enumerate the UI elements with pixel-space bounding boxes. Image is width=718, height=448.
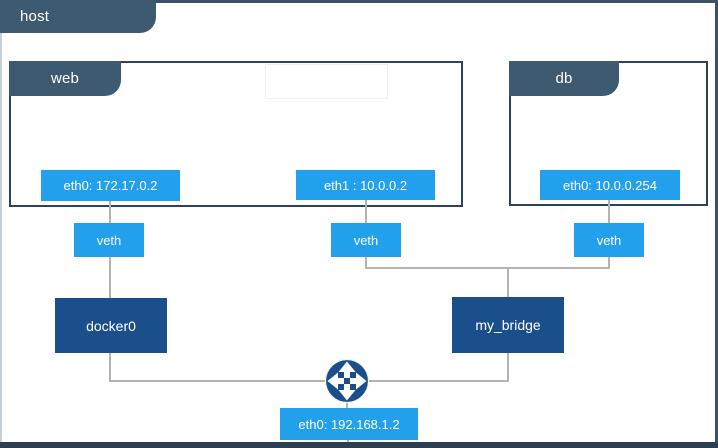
connector-eth0web-veth1 <box>109 200 111 224</box>
host-container-tab: host <box>0 0 156 33</box>
host-container-right-border <box>715 0 718 448</box>
connector-junction-horizontal <box>365 267 610 269</box>
empty-label-box <box>265 64 388 99</box>
docker0-label: docker0 <box>86 317 136 334</box>
connector-docker0-down <box>109 352 111 382</box>
connector-eth0host-hostedge <box>347 439 349 444</box>
docker0-bridge: docker0 <box>55 298 167 353</box>
eth0-web-interface: eth0: 172.17.0.2 <box>41 170 180 201</box>
eth0-db-label: eth0: 10.0.0.254 <box>563 177 657 193</box>
eth0-db-interface: eth0: 10.0.0.254 <box>540 170 680 200</box>
connector-router-eth0host <box>346 398 348 409</box>
eth1-web-label: eth1 : 10.0.0.2 <box>323 177 408 193</box>
host-label: host <box>20 8 50 25</box>
web-container-box <box>9 61 463 207</box>
web-label: web <box>50 70 80 87</box>
veth-label: veth <box>96 232 122 248</box>
db-container-tab: db <box>509 61 619 96</box>
connector-junction-mybridge <box>507 267 509 298</box>
connector-veth1-docker0 <box>109 256 111 299</box>
veth-label: veth <box>596 232 622 248</box>
connector-eth1web-veth2 <box>365 200 367 224</box>
veth-label: veth <box>353 232 379 248</box>
eth1-web-interface: eth1 : 10.0.0.2 <box>296 170 435 200</box>
connector-veth3-junction <box>608 256 610 269</box>
my-bridge: my_bridge <box>452 297 564 353</box>
router-icon <box>323 357 371 405</box>
db-label: db <box>555 70 573 87</box>
web-container-tab: web <box>9 61 121 96</box>
eth0-host-label: eth0: 192.168.1.2 <box>298 416 400 432</box>
host-container-left-border <box>0 33 2 442</box>
eth0-web-label: eth0: 172.17.0.2 <box>63 178 158 193</box>
host-container-bottom-bar <box>0 442 718 448</box>
eth0-host-interface: eth0: 192.168.1.2 <box>280 408 418 440</box>
veth-db-eth0: veth <box>574 223 644 257</box>
host-container-top-border <box>0 0 718 3</box>
veth-web-eth0: veth <box>74 223 144 257</box>
connector-veth2-junction <box>365 256 367 269</box>
connector-eth0db-veth3 <box>608 200 610 224</box>
veth-web-eth1: veth <box>331 223 401 257</box>
connector-router-mybridge <box>347 380 509 382</box>
connector-mybridge-down <box>507 352 509 382</box>
my-bridge-label: my_bridge <box>475 317 541 333</box>
connector-docker0-router <box>109 380 349 382</box>
